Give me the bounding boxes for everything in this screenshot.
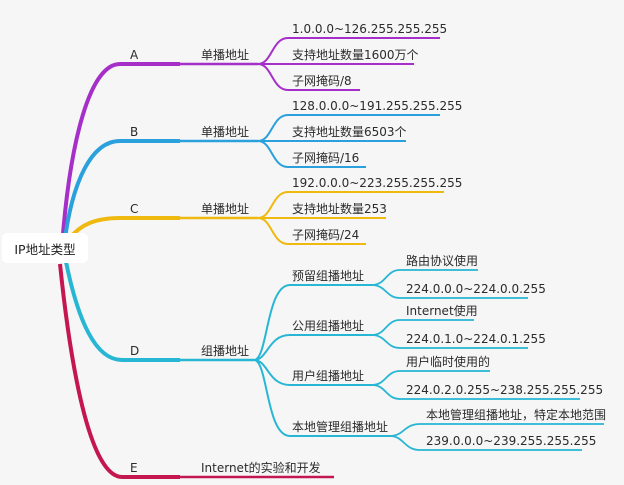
branch-d-sub-reserved[interactable]: 预留组播地址 xyxy=(292,269,365,283)
branch-d-letter: D xyxy=(130,344,140,358)
edge-root-B xyxy=(62,139,180,247)
branch-c-letter: C xyxy=(130,202,139,216)
branch-a-leaf-count[interactable]: 支持地址数量1600万个 xyxy=(292,48,419,62)
edge-D3-leaf2 xyxy=(371,384,580,400)
edge-D1-leaf2 xyxy=(371,284,528,299)
edge-D2-leaf2 xyxy=(371,334,528,349)
branch-b-leaf-range[interactable]: 128.0.0.0~191.255.255.255 xyxy=(292,99,463,113)
edge-D-sub1 xyxy=(253,284,372,361)
edge-D4-leaf2 xyxy=(389,435,582,451)
branch-b-leaf-count[interactable]: 支持地址数量6503个 xyxy=(292,125,407,139)
edge-B-leaf3 xyxy=(257,140,366,168)
branch-c-leaf-mask[interactable]: 子网掩码/24 xyxy=(292,228,360,242)
branch-d-user-range[interactable]: 224.0.2.0.255~238.255.255.255 xyxy=(406,383,604,397)
edge-root-E xyxy=(58,263,180,479)
branch-b-leaf-mask[interactable]: 子网掩码/16 xyxy=(292,151,360,165)
branch-d-public-usage[interactable]: Internet使用 xyxy=(406,304,478,318)
edge-root-D xyxy=(64,261,180,362)
branch-d-sub-user[interactable]: 用户组播地址 xyxy=(292,369,365,383)
edge-D-sub2 xyxy=(253,334,372,361)
edge-D-sub4 xyxy=(253,359,390,437)
branch-d-sub-local[interactable]: 本地管理组播地址 xyxy=(292,420,389,434)
branch-c-leaf-range[interactable]: 192.0.0.0~223.255.255.255 xyxy=(292,176,463,190)
branch-e-type[interactable]: Internet的实验和开发 xyxy=(201,461,321,475)
branch-c-leaf-count[interactable]: 支持地址数量253 xyxy=(292,202,387,216)
root-node[interactable]: IP地址类型 xyxy=(2,233,88,263)
edge-C-leaf3 xyxy=(257,217,366,245)
branch-a-type[interactable]: 单播地址 xyxy=(201,48,250,62)
branch-d-local-range[interactable]: 239.0.0.0~239.255.255.255 xyxy=(426,434,597,448)
branch-a-leaf-mask[interactable]: 子网掩码/8 xyxy=(292,74,352,88)
branch-d-reserved-usage[interactable]: 路由协议使用 xyxy=(406,254,479,268)
branch-b-type[interactable]: 单播地址 xyxy=(201,125,250,139)
edge-D1-leaf1 xyxy=(371,269,478,286)
branch-d-local-usage[interactable]: 本地管理组播地址，特定本地范围 xyxy=(426,408,607,422)
branch-d-sub-public[interactable]: 公用组播地址 xyxy=(292,319,365,333)
branch-b-letter: B xyxy=(130,125,139,139)
branch-e-letter: E xyxy=(130,461,138,475)
branch-a-leaf-range[interactable]: 1.0.0.0~126.255.255.255 xyxy=(292,22,448,36)
branch-c-type[interactable]: 单播地址 xyxy=(201,202,250,216)
branch-d-user-usage[interactable]: 用户临时使用的 xyxy=(406,355,491,369)
branch-d-type[interactable]: 组播地址 xyxy=(201,344,250,358)
edge-D2-leaf1 xyxy=(371,319,474,336)
edge-A-leaf3 xyxy=(257,63,360,91)
branch-d-reserved-range[interactable]: 224.0.0.0~224.0.0.255 xyxy=(406,282,546,296)
branch-d-public-range[interactable]: 224.0.1.0~224.0.1.255 xyxy=(406,332,546,346)
edge-root-A xyxy=(60,62,180,247)
branch-a-letter: A xyxy=(130,48,139,62)
